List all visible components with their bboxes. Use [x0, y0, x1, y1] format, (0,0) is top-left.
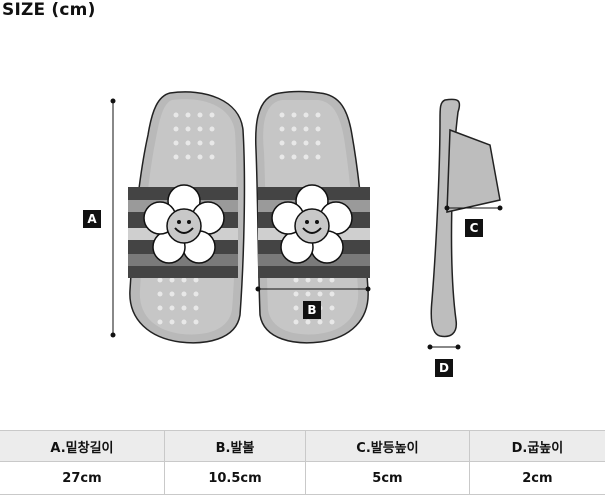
label-b-tag: B	[303, 301, 321, 319]
size-table-header-row: A.밑창길이 B.발볼 C.발등높이 D.굽높이	[0, 430, 605, 462]
left-slipper	[128, 91, 246, 344]
side-view-slipper	[430, 98, 501, 338]
header-sole-length: A.밑창길이	[0, 430, 165, 462]
value-heel-height: 2cm	[469, 461, 605, 495]
size-table-value-row: 27cm 10.5cm 5cm 2cm	[0, 461, 605, 495]
header-heel-height: D.굽높이	[469, 430, 605, 462]
slipper-illustration	[110, 90, 503, 350]
value-foot-width: 10.5cm	[164, 461, 307, 495]
page-title: SIZE (cm)	[2, 0, 96, 20]
value-sole-length: 27cm	[0, 461, 165, 495]
header-foot-width: B.발볼	[164, 430, 307, 462]
label-c-tag: C	[465, 219, 483, 237]
label-d-tag: D	[435, 359, 453, 377]
right-slipper	[254, 90, 370, 344]
label-a-tag: A	[83, 210, 101, 228]
header-instep-height: C.발등높이	[305, 430, 470, 462]
value-instep-height: 5cm	[305, 461, 470, 495]
size-table: A.밑창길이 B.발볼 C.발등높이 D.굽높이 27cm 10.5cm 5cm…	[0, 430, 605, 495]
